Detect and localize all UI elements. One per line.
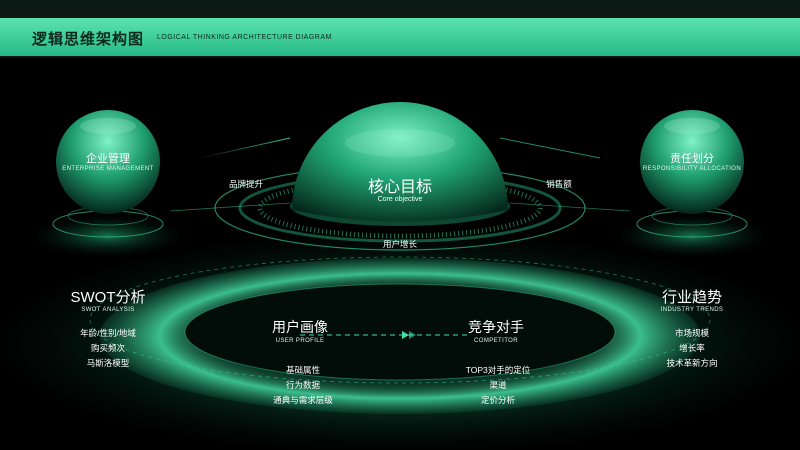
left-sphere-title: 企业管理	[86, 153, 130, 165]
right-sphere-title: 责任划分	[670, 153, 714, 165]
dome-label-brand: 品牌提升	[228, 179, 264, 189]
swot-list: 年龄/性别/地域 购买频次 马斯洛模型	[80, 326, 136, 371]
list-item: 年龄/性别/地域	[80, 328, 136, 338]
right-sphere	[640, 110, 744, 214]
swot-title: SWOT分析	[70, 289, 146, 306]
left-sphere	[56, 110, 160, 214]
list-item: 定价分析	[480, 395, 515, 405]
competitor-subtitle: COMPETITOR	[474, 338, 518, 344]
swot-subtitle: SWOT ANALYSIS	[81, 307, 135, 313]
list-item: 渠道	[489, 380, 507, 390]
connector-arrow-2	[409, 331, 416, 339]
left-link-line-2	[169, 202, 291, 212]
industry-list: 市场规模 增长率 技术革新方向	[666, 326, 717, 371]
list-item: 马斯洛模型	[86, 358, 130, 368]
base-inner-hole	[185, 284, 615, 380]
dome-highlight	[345, 129, 455, 157]
list-item: 技术革新方向	[666, 358, 718, 368]
list-item: 增长率	[679, 343, 705, 353]
dashed-orbit	[89, 256, 711, 384]
left-link-line	[199, 137, 291, 159]
dome-label-sales: 销售额	[546, 179, 572, 189]
right-link-line	[499, 137, 601, 159]
left-sphere-shine	[80, 118, 136, 134]
right-sphere-subtitle: RESPONSIBILITY ALLOCATION	[642, 166, 742, 172]
user-profile-title: 用户画像	[272, 319, 328, 335]
user-profile-subtitle: USER PROFILE	[275, 338, 325, 344]
core-dome	[292, 102, 508, 222]
core-title: 核心目标	[367, 179, 433, 196]
right-platform-glow	[612, 214, 772, 258]
left-sphere-subtitle: ENTERPRISE MANAGEMENT	[62, 166, 154, 172]
page-subtitle: LOGICAL THINKING ARCHITECTURE DIAGRAM	[157, 34, 332, 41]
base-inner-hole-rim	[184, 283, 616, 381]
list-item: 购买频次	[90, 343, 126, 353]
header-band: 逻辑思维架构图 LOGICAL THINKING ARCHITECTURE DI…	[0, 0, 800, 58]
list-item: 市场规模	[674, 328, 710, 338]
right-sphere-shine	[664, 118, 720, 134]
dome-label-growth: 用户增长	[382, 239, 418, 249]
user-profile-list: 基础属性 行为数据 通典与需求层级	[273, 363, 333, 408]
core-subtitle: Core objective	[377, 196, 423, 203]
list-item: TOP3对手的定位	[465, 365, 531, 375]
competitor-list: TOP3对手的定位 渠道 定价分析	[466, 363, 531, 408]
industry-title: 行业趋势	[661, 289, 723, 306]
competitor-title: 竞争对手	[468, 319, 524, 335]
industry-subtitle: INDUSTRY TRENDS	[660, 307, 724, 313]
list-item: 基础属性	[285, 365, 321, 375]
dome-ring-ticks	[257, 177, 543, 239]
page-title: 逻辑思维架构图	[32, 31, 145, 48]
diagram-stage: 核心目标 Core objective 品牌提升 销售额 用户增长 企业管理 E…	[0, 58, 800, 450]
list-item: 行为数据	[285, 380, 321, 390]
list-item: 通典与需求层级	[273, 395, 333, 405]
title-bar	[0, 18, 800, 56]
diagram-graphics	[0, 102, 800, 450]
right-link-line-2	[509, 202, 631, 212]
left-platform-glow	[28, 214, 188, 258]
connector-arrow	[402, 331, 409, 339]
